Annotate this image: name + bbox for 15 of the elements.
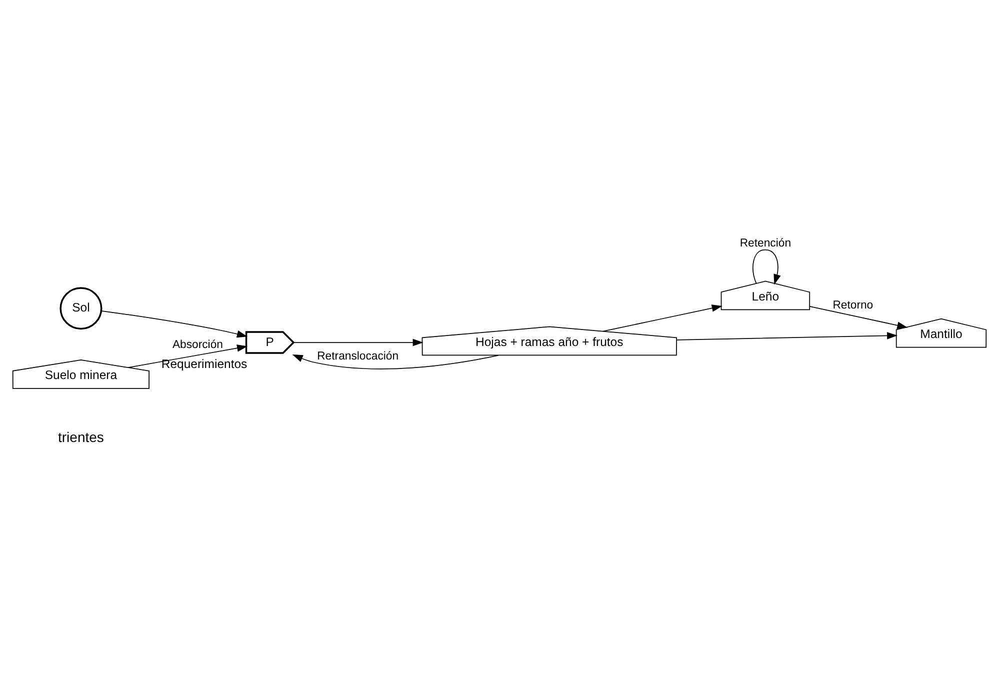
arrow bbox=[602, 304, 722, 332]
node-label: Requerimientos bbox=[161, 357, 248, 372]
edge-label: Retorno bbox=[832, 300, 874, 312]
edge-label: Absorción bbox=[172, 339, 223, 352]
arrow bbox=[293, 338, 424, 346]
label: trientes bbox=[58, 429, 104, 446]
arrow bbox=[752, 249, 781, 285]
node-circle: Sol bbox=[60, 287, 102, 330]
arrow bbox=[809, 306, 908, 329]
arrow bbox=[100, 310, 248, 338]
arrow bbox=[128, 344, 248, 368]
arrow bbox=[676, 332, 898, 340]
arrow bbox=[292, 354, 500, 370]
edge-label: Retención bbox=[740, 238, 792, 250]
edge-label: Retranslocación bbox=[317, 350, 399, 362]
